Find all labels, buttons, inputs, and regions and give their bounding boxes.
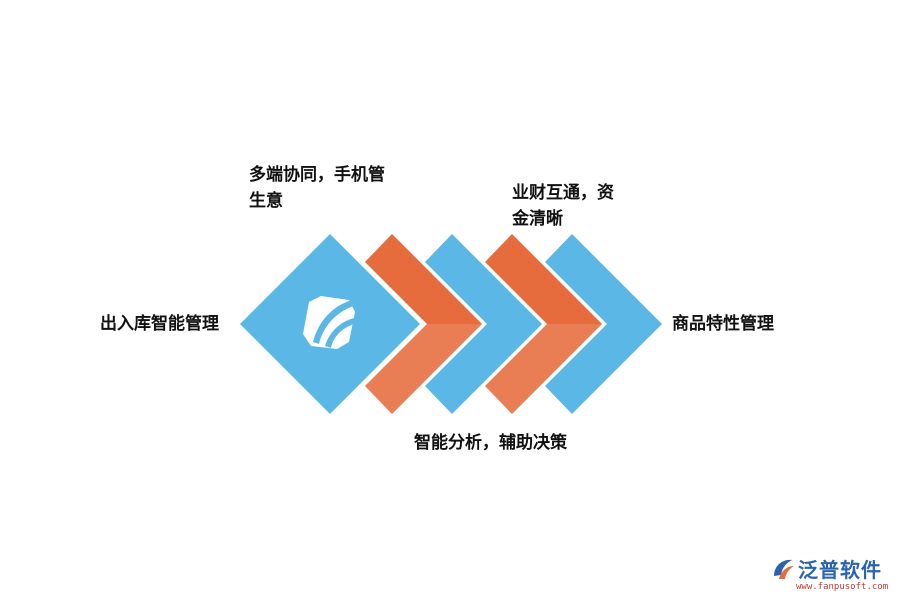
chevron-2 [425, 234, 542, 414]
logo-icon [303, 296, 355, 349]
top-label-2-line1: 业财互通，资 [512, 183, 614, 203]
bottom-label: 智能分析，辅助决策 [414, 433, 567, 453]
top-label-2-line2: 金清晰 [512, 209, 563, 229]
top-label-1-line1: 多端协同，手机管 [249, 165, 385, 185]
chevron-4 [545, 234, 662, 414]
top-label-finance: 业财互通，资 金清晰 [512, 180, 614, 232]
chevron-1-fold [365, 324, 482, 414]
watermark: 泛普软件 www.fanpusoft.com [768, 554, 894, 596]
watermark-url: www.fanpusoft.com [796, 582, 889, 592]
chevron-3-fold [485, 324, 602, 414]
top-label-multi-device: 多端协同，手机管 生意 [249, 162, 385, 214]
left-label: 出入库智能管理 [100, 314, 219, 334]
fanpu-logo-icon [774, 559, 794, 579]
top-label-1-line2: 生意 [249, 191, 283, 211]
chevron-3 [485, 234, 602, 414]
right-label: 商品特性管理 [672, 314, 774, 334]
chevron-1 [365, 234, 482, 414]
watermark-brand: 泛普软件 [798, 558, 882, 582]
